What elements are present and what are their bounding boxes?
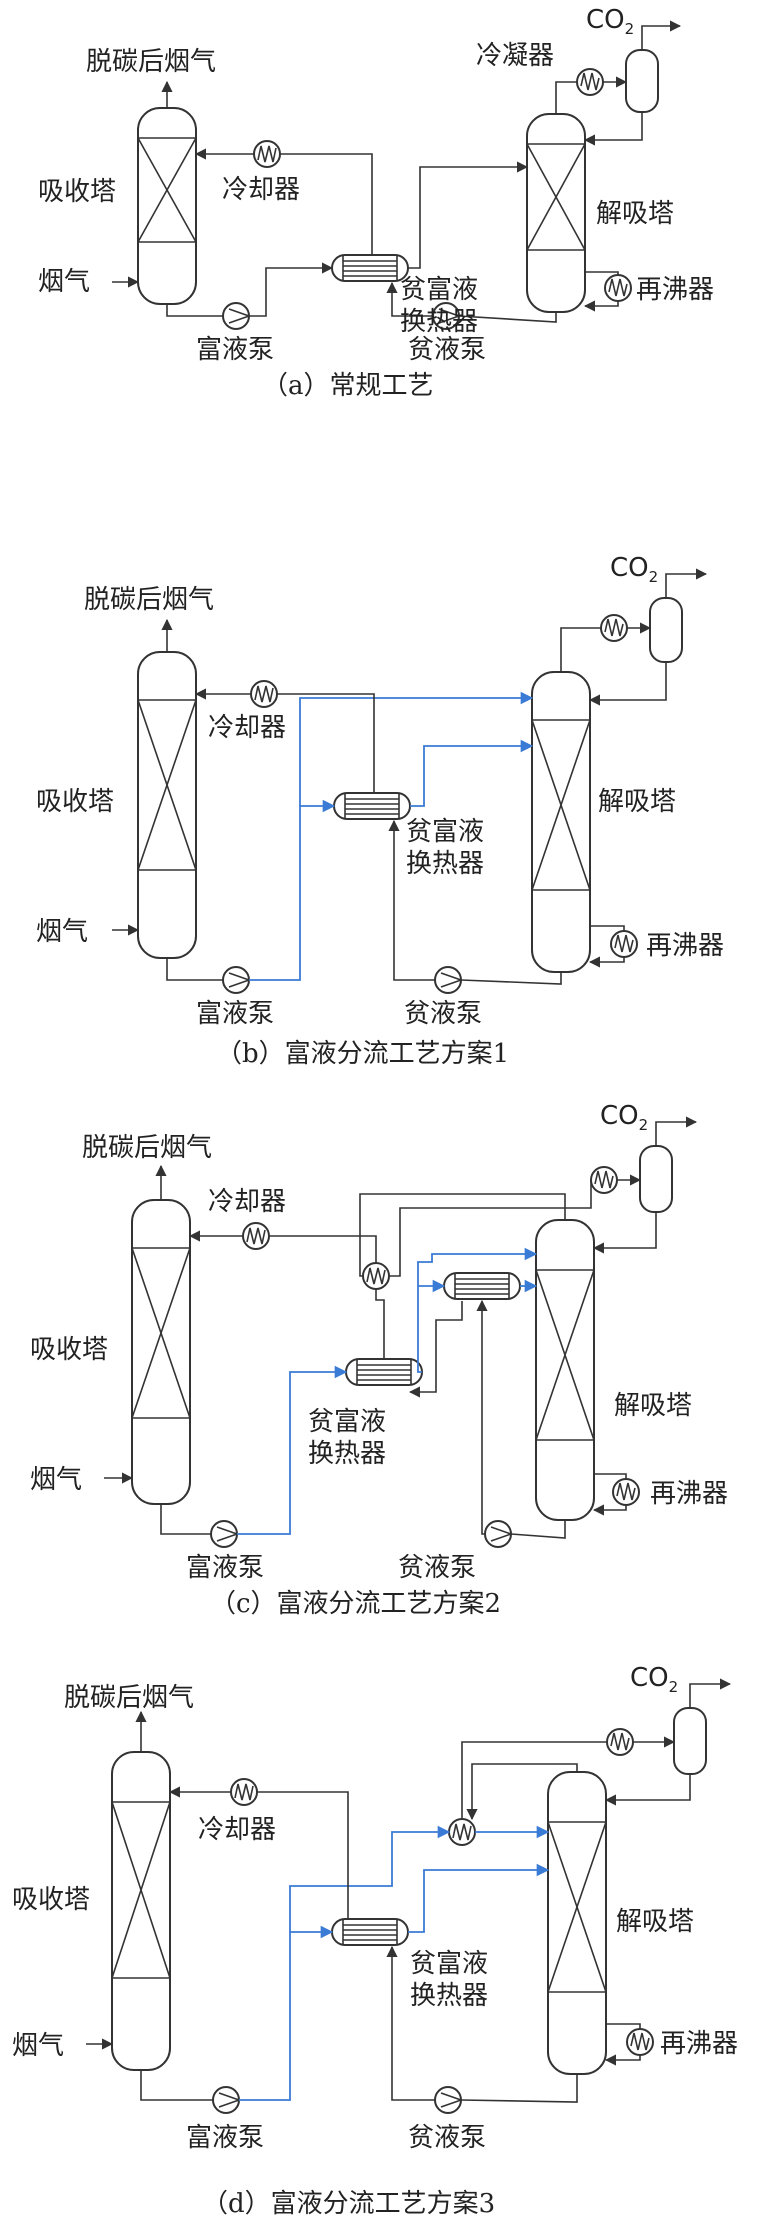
rich-pump-label: 富液泵 (186, 1553, 264, 1583)
reboiler-label: 再沸器 (650, 1479, 728, 1509)
absorber-column (111, 1751, 171, 2071)
panel-c: 脱碳后烟气 冷却器 吸收塔 烟气 富液泵 贫富液 换热器 贫液泵 解吸塔 再沸器… (30, 1101, 728, 1619)
hx-label-line2: 换热器 (308, 1439, 386, 1469)
rich-pump (212, 2086, 242, 2114)
absorber-label: 吸收塔 (36, 787, 114, 817)
second-heat-exchanger (443, 1272, 521, 1300)
reboiler (612, 1478, 640, 1506)
condenser-label: 冷凝器 (476, 41, 554, 71)
lean-pump (434, 966, 464, 994)
rich-pump-label: 富液泵 (196, 335, 274, 365)
flue-in-label: 烟气 (36, 917, 88, 947)
flue-in-label: 烟气 (38, 267, 90, 297)
hx-label-line2: 换热器 (410, 1981, 488, 2011)
caption-a: （a）常规工艺 (262, 371, 434, 401)
rich-pump-label: 富液泵 (196, 999, 274, 1029)
reflux-drum (649, 597, 683, 663)
hx-label-line1: 贫富液 (406, 817, 484, 847)
reflux-drum (673, 1707, 707, 1775)
caption-d: （d）富液分流工艺方案3 (202, 2189, 495, 2219)
reboiler-label: 再沸器 (636, 275, 714, 305)
cooler-label: 冷却器 (208, 1187, 286, 1217)
lean-pump-label: 贫液泵 (408, 2123, 486, 2153)
flue-in-label: 烟气 (30, 1465, 82, 1495)
hx-label-line2: 换热器 (400, 307, 478, 337)
co2-label: CO2 (610, 553, 658, 586)
condenser (606, 1728, 634, 1756)
reboiler (604, 274, 632, 302)
lean-pump-label: 贫液泵 (408, 335, 486, 365)
reboiler (610, 930, 638, 958)
panel-d: 脱碳后烟气 冷却器 吸收塔 烟气 富液泵 贫富液 换热器 贫液泵 解吸塔 再沸器… (12, 1663, 738, 2219)
absorber-column (131, 1199, 191, 1505)
condenser (576, 68, 604, 96)
rich-preheater (448, 1818, 476, 1846)
hx-label-line1: 贫富液 (400, 275, 478, 305)
cooler (250, 680, 278, 708)
caption-c: （c）富液分流工艺方案2 (210, 1589, 501, 1619)
flue-in-label: 烟气 (12, 2031, 64, 2061)
stripper-column (535, 1219, 595, 1521)
rich-preheater (362, 1262, 390, 1290)
rich-pump (222, 966, 252, 994)
cooler (242, 1222, 270, 1250)
reflux-drum (639, 1145, 673, 1213)
cooler (253, 140, 281, 168)
hx-label-line1: 贫富液 (410, 1949, 488, 1979)
rich-pump (210, 1520, 240, 1548)
hx-label-line1: 贫富液 (308, 1407, 386, 1437)
rich-pump-label: 富液泵 (186, 2123, 264, 2153)
absorber-column (137, 107, 197, 305)
panel-b: 脱碳后烟气 吸收塔 烟气 冷却器 富液泵 贫富液 换热器 贫液泵 解吸塔 再沸器… (36, 553, 724, 1069)
absorber-column (137, 651, 197, 959)
stripper-label: 解吸塔 (596, 199, 674, 229)
absorber-label: 吸收塔 (38, 177, 116, 207)
condenser (590, 1166, 618, 1194)
absorber-label: 吸收塔 (30, 1335, 108, 1365)
stripper-column (531, 671, 591, 973)
stripper-label: 解吸塔 (598, 787, 676, 817)
reboiler-label: 再沸器 (660, 2029, 738, 2059)
panel-a: 脱碳后烟气 吸收塔 烟气 冷却器 富液泵 贫富液 换热器 贫液泵 解吸塔 再沸器… (38, 5, 714, 401)
flue-out-label: 脱碳后烟气 (84, 585, 214, 615)
absorber-label: 吸收塔 (12, 1885, 90, 1915)
flue-out-label: 脱碳后烟气 (86, 47, 216, 77)
lean-rich-heat-exchanger (345, 1358, 423, 1386)
reboiler (626, 2028, 654, 2056)
stripper-label: 解吸塔 (616, 1907, 694, 1937)
lean-rich-heat-exchanger (331, 1918, 409, 1946)
lean-rich-heat-exchanger (333, 792, 411, 820)
cooler-label: 冷却器 (208, 713, 286, 743)
co2-label: CO2 (630, 1663, 678, 1696)
co2-label: CO2 (586, 5, 634, 38)
lean-pump-label: 贫液泵 (398, 1553, 476, 1583)
co2-label: CO2 (600, 1101, 648, 1134)
reflux-drum (625, 49, 659, 113)
flue-out-label: 脱碳后烟气 (82, 1133, 212, 1163)
rich-pump (222, 302, 252, 330)
reboiler-label: 再沸器 (646, 931, 724, 961)
cooler-label: 冷却器 (198, 1815, 276, 1845)
lean-rich-heat-exchanger (331, 254, 409, 282)
lean-pump (484, 1520, 514, 1548)
lean-pump (434, 2086, 464, 2114)
stripper-column (526, 113, 586, 313)
caption-b: （b）富液分流工艺方案1 (216, 1039, 509, 1069)
hx-label-line2: 换热器 (406, 849, 484, 879)
flue-out-label: 脱碳后烟气 (64, 1683, 194, 1713)
lean-pump-label: 贫液泵 (404, 999, 482, 1029)
cooler-label: 冷却器 (222, 175, 300, 205)
stripper-label: 解吸塔 (614, 1391, 692, 1421)
condenser (600, 614, 628, 642)
stripper-column (547, 1771, 607, 2075)
cooler (230, 1778, 258, 1806)
